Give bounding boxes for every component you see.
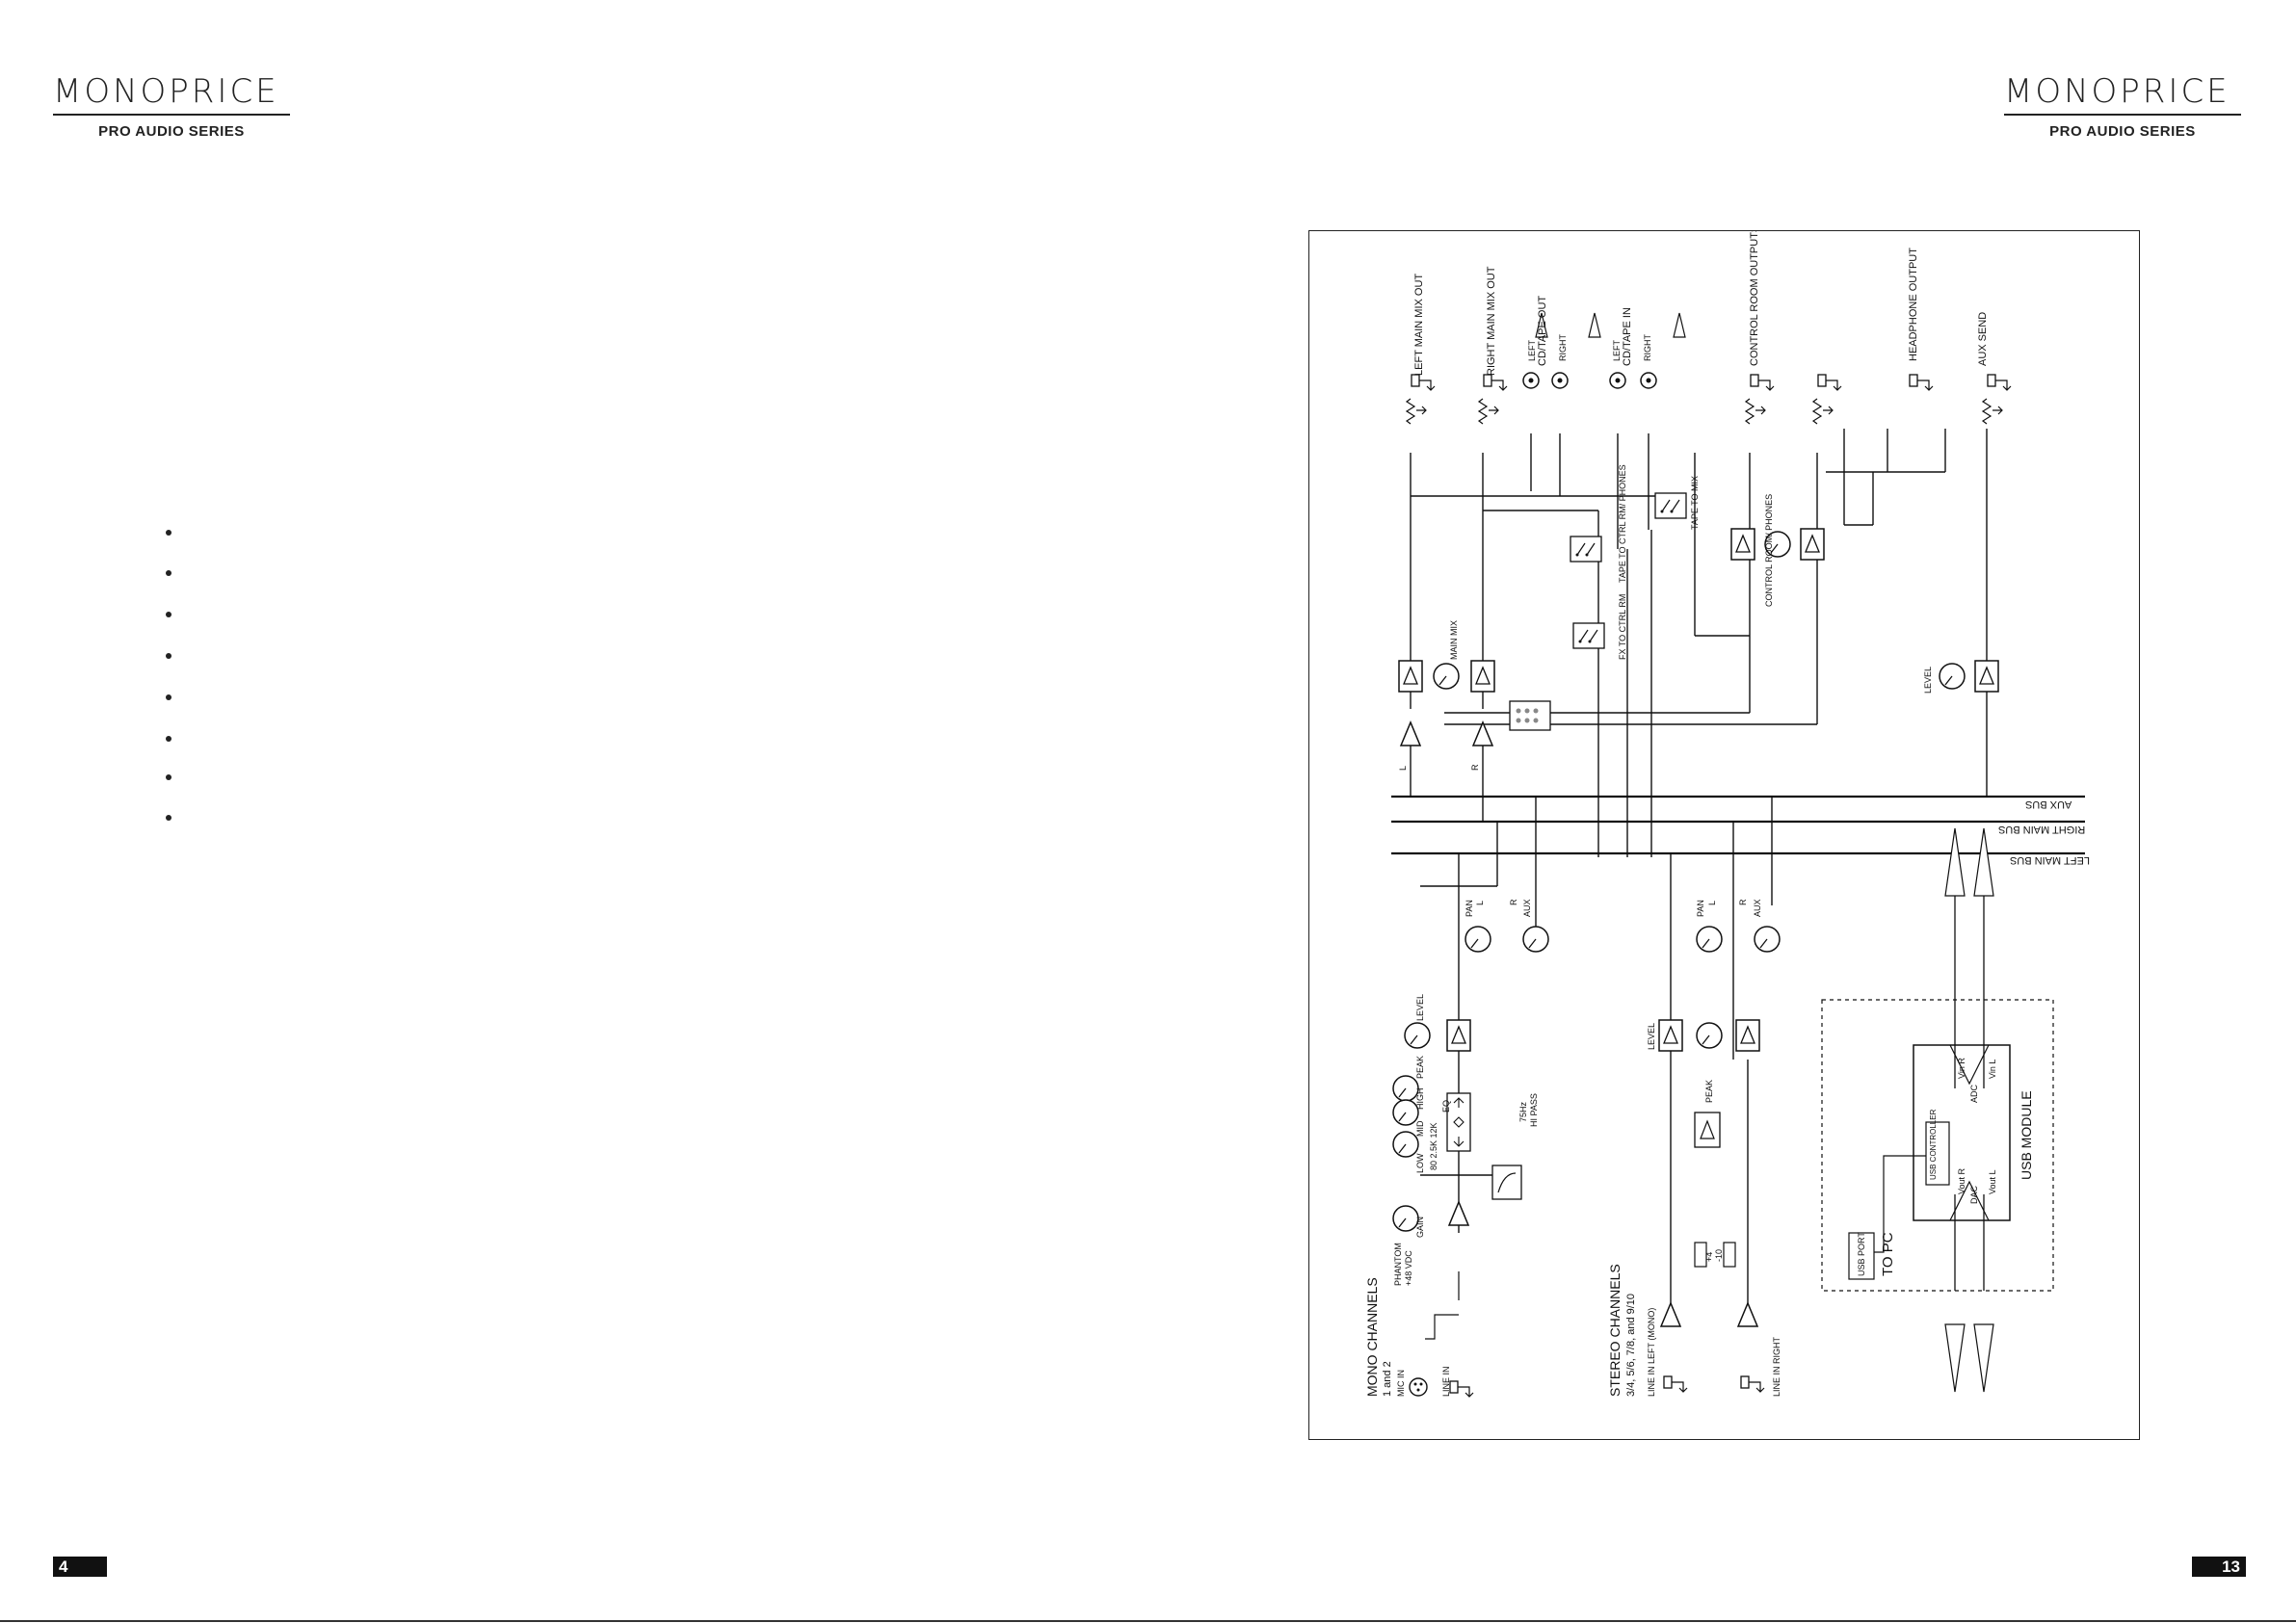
minus10-label: -10 bbox=[1714, 1249, 1724, 1262]
line-in-left-mono-label: LINE IN LEFT (MONO) bbox=[1647, 1308, 1656, 1397]
cd-out-left-label: LEFT bbox=[1527, 339, 1537, 361]
left-main-mix-out-label: LEFT MAIN MIX OUT bbox=[1413, 274, 1425, 376]
usb-port-label: USB PORT bbox=[1857, 1232, 1866, 1276]
v48-label: +48 VDC bbox=[1404, 1250, 1413, 1286]
bullet bbox=[166, 736, 172, 742]
cd-in-left-label: LEFT bbox=[1612, 339, 1622, 361]
bullet bbox=[166, 694, 172, 700]
mid-label: MID bbox=[1415, 1120, 1425, 1137]
block-diagram-svg: AUX BUS RIGHT MAIN BUS LEFT MAIN BUS bbox=[1364, 231, 2090, 1398]
mono-level-label: LEVEL bbox=[1415, 994, 1425, 1021]
pan-r-label: R bbox=[1509, 899, 1518, 905]
right-out-r-label: R bbox=[1470, 764, 1480, 771]
output-section bbox=[1398, 312, 2012, 746]
phantom-label: PHANTOM bbox=[1393, 1243, 1403, 1286]
vout-r-label: Vout R bbox=[1957, 1167, 1966, 1194]
brand-name: MONOPRICE bbox=[2004, 72, 2230, 111]
bus-lines bbox=[1391, 795, 2085, 855]
stereo-pan-label: PAN bbox=[1696, 900, 1705, 917]
block-diagram: AUX BUS RIGHT MAIN BUS LEFT MAIN BUS bbox=[1308, 230, 2140, 1440]
bullet bbox=[166, 774, 172, 780]
brand-series: PRO AUDIO SERIES bbox=[98, 123, 245, 140]
stereo-level-label: LEVEL bbox=[1647, 1023, 1656, 1050]
aux-label: AUX bbox=[1522, 899, 1532, 917]
bullet bbox=[166, 570, 172, 576]
stereo-channels-title: STEREO CHANNELS bbox=[1607, 1264, 1623, 1397]
mono-peak-label: PEAK bbox=[1415, 1056, 1425, 1079]
signal-wires bbox=[1410, 429, 1988, 857]
logo-rule bbox=[2004, 114, 2241, 116]
low-label: LOW bbox=[1415, 1153, 1425, 1173]
control-room-outputs-label: CONTROL ROOM OUTPUTS bbox=[1749, 231, 1760, 366]
hz75-label: 75Hz bbox=[1518, 1101, 1528, 1122]
cd-tape-out-label: CD/TAPE OUT bbox=[1537, 296, 1548, 366]
tape-to-ctrl-rm-label: TAPE TO CTRL RM/ PHONES bbox=[1618, 464, 1627, 583]
cd-in-right-label: RIGHT bbox=[1643, 334, 1652, 362]
right-main-mix-out-label: RIGHT MAIN MIX OUT bbox=[1486, 266, 1497, 376]
cd-out-right-label: RIGHT bbox=[1558, 334, 1568, 362]
page-number-left: 4 bbox=[53, 1557, 107, 1577]
bullet bbox=[166, 653, 172, 659]
left-main-bus-label: LEFT MAIN BUS bbox=[2010, 854, 2090, 866]
bullet bbox=[166, 612, 172, 617]
brand-logo-right: MONOPRICE PRO AUDIO SERIES bbox=[2004, 75, 2245, 140]
vin-r-label: Vin R bbox=[1957, 1058, 1966, 1079]
stereo-pan-r-label: R bbox=[1738, 899, 1748, 905]
bullet bbox=[166, 530, 172, 536]
left-out-l-label: L bbox=[1398, 766, 1408, 771]
stereo-peak-label: PEAK bbox=[1704, 1080, 1714, 1103]
mono-channels-title: MONO CHANNELS bbox=[1364, 1277, 1380, 1397]
headphone-output-label: HEADPHONE OUTPUT bbox=[1908, 248, 1919, 361]
aux-send-label: AUX SEND bbox=[1977, 312, 1989, 366]
eq-freqs-label: 80 2.5K 12K bbox=[1429, 1122, 1438, 1170]
bullet bbox=[166, 815, 172, 821]
stereo-channel bbox=[1658, 797, 1781, 1393]
aux-level-label: LEVEL bbox=[1923, 667, 1933, 694]
vin-l-label: Vin L bbox=[1988, 1060, 1997, 1079]
usb-controller-label: USB CONTROLLER bbox=[1929, 1109, 1938, 1180]
brand-name: MONOPRICE bbox=[53, 72, 279, 111]
high-label: HIGH bbox=[1415, 1088, 1425, 1111]
cd-tape-in-label: CD/TAPE IN bbox=[1622, 307, 1633, 366]
stereo-pan-l-label: L bbox=[1707, 901, 1717, 905]
right-main-bus-label: RIGHT MAIN BUS bbox=[1998, 824, 2085, 835]
line-in-label: LINE IN bbox=[1441, 1366, 1451, 1397]
dac-label: DAC bbox=[1969, 1185, 1979, 1204]
hi-pass-label: HI PASS bbox=[1529, 1093, 1539, 1127]
eq-label: EQ bbox=[1441, 1100, 1451, 1113]
pan-l-label: L bbox=[1475, 901, 1485, 905]
control-room-phones-label: CONTROL ROOM/ PHONES bbox=[1764, 494, 1774, 607]
plus4-label: +4 bbox=[1704, 1252, 1714, 1262]
usb-module-label: USB MODULE bbox=[2019, 1090, 2034, 1180]
page-number-right: 13 bbox=[2192, 1557, 2246, 1577]
aux-bus-label: AUX BUS bbox=[2025, 798, 2072, 810]
to-pc-label: TO PC bbox=[1880, 1232, 1896, 1276]
main-mix-label: MAIN MIX bbox=[1449, 620, 1459, 660]
mic-in-label: MIC IN bbox=[1396, 1370, 1406, 1397]
mono-channel bbox=[1392, 797, 1549, 1398]
bottom-rule bbox=[0, 1620, 2296, 1622]
line-in-right-label: LINE IN RIGHT bbox=[1772, 1336, 1781, 1397]
adc-label: ADC bbox=[1969, 1084, 1979, 1103]
usb-module bbox=[1821, 827, 2054, 1393]
logo-rule bbox=[53, 114, 290, 116]
pan-label: PAN bbox=[1465, 900, 1474, 917]
gain-label: GAIN bbox=[1415, 1217, 1425, 1238]
stereo-aux-label: AUX bbox=[1753, 899, 1762, 917]
stereo-channels-sub: 3/4, 5/6, 7/8, and 9/10 bbox=[1625, 1294, 1637, 1397]
brand-series: PRO AUDIO SERIES bbox=[2049, 123, 2196, 140]
tape-to-mix-label: TAPE TO MIX bbox=[1690, 476, 1700, 530]
vout-l-label: Vout L bbox=[1988, 1169, 1997, 1194]
mono-channels-sub: 1 and 2 bbox=[1382, 1361, 1393, 1397]
brand-logo-left: MONOPRICE PRO AUDIO SERIES bbox=[53, 75, 294, 140]
fx-to-ctrl-rm-label: FX TO CTRL RM bbox=[1618, 594, 1627, 660]
